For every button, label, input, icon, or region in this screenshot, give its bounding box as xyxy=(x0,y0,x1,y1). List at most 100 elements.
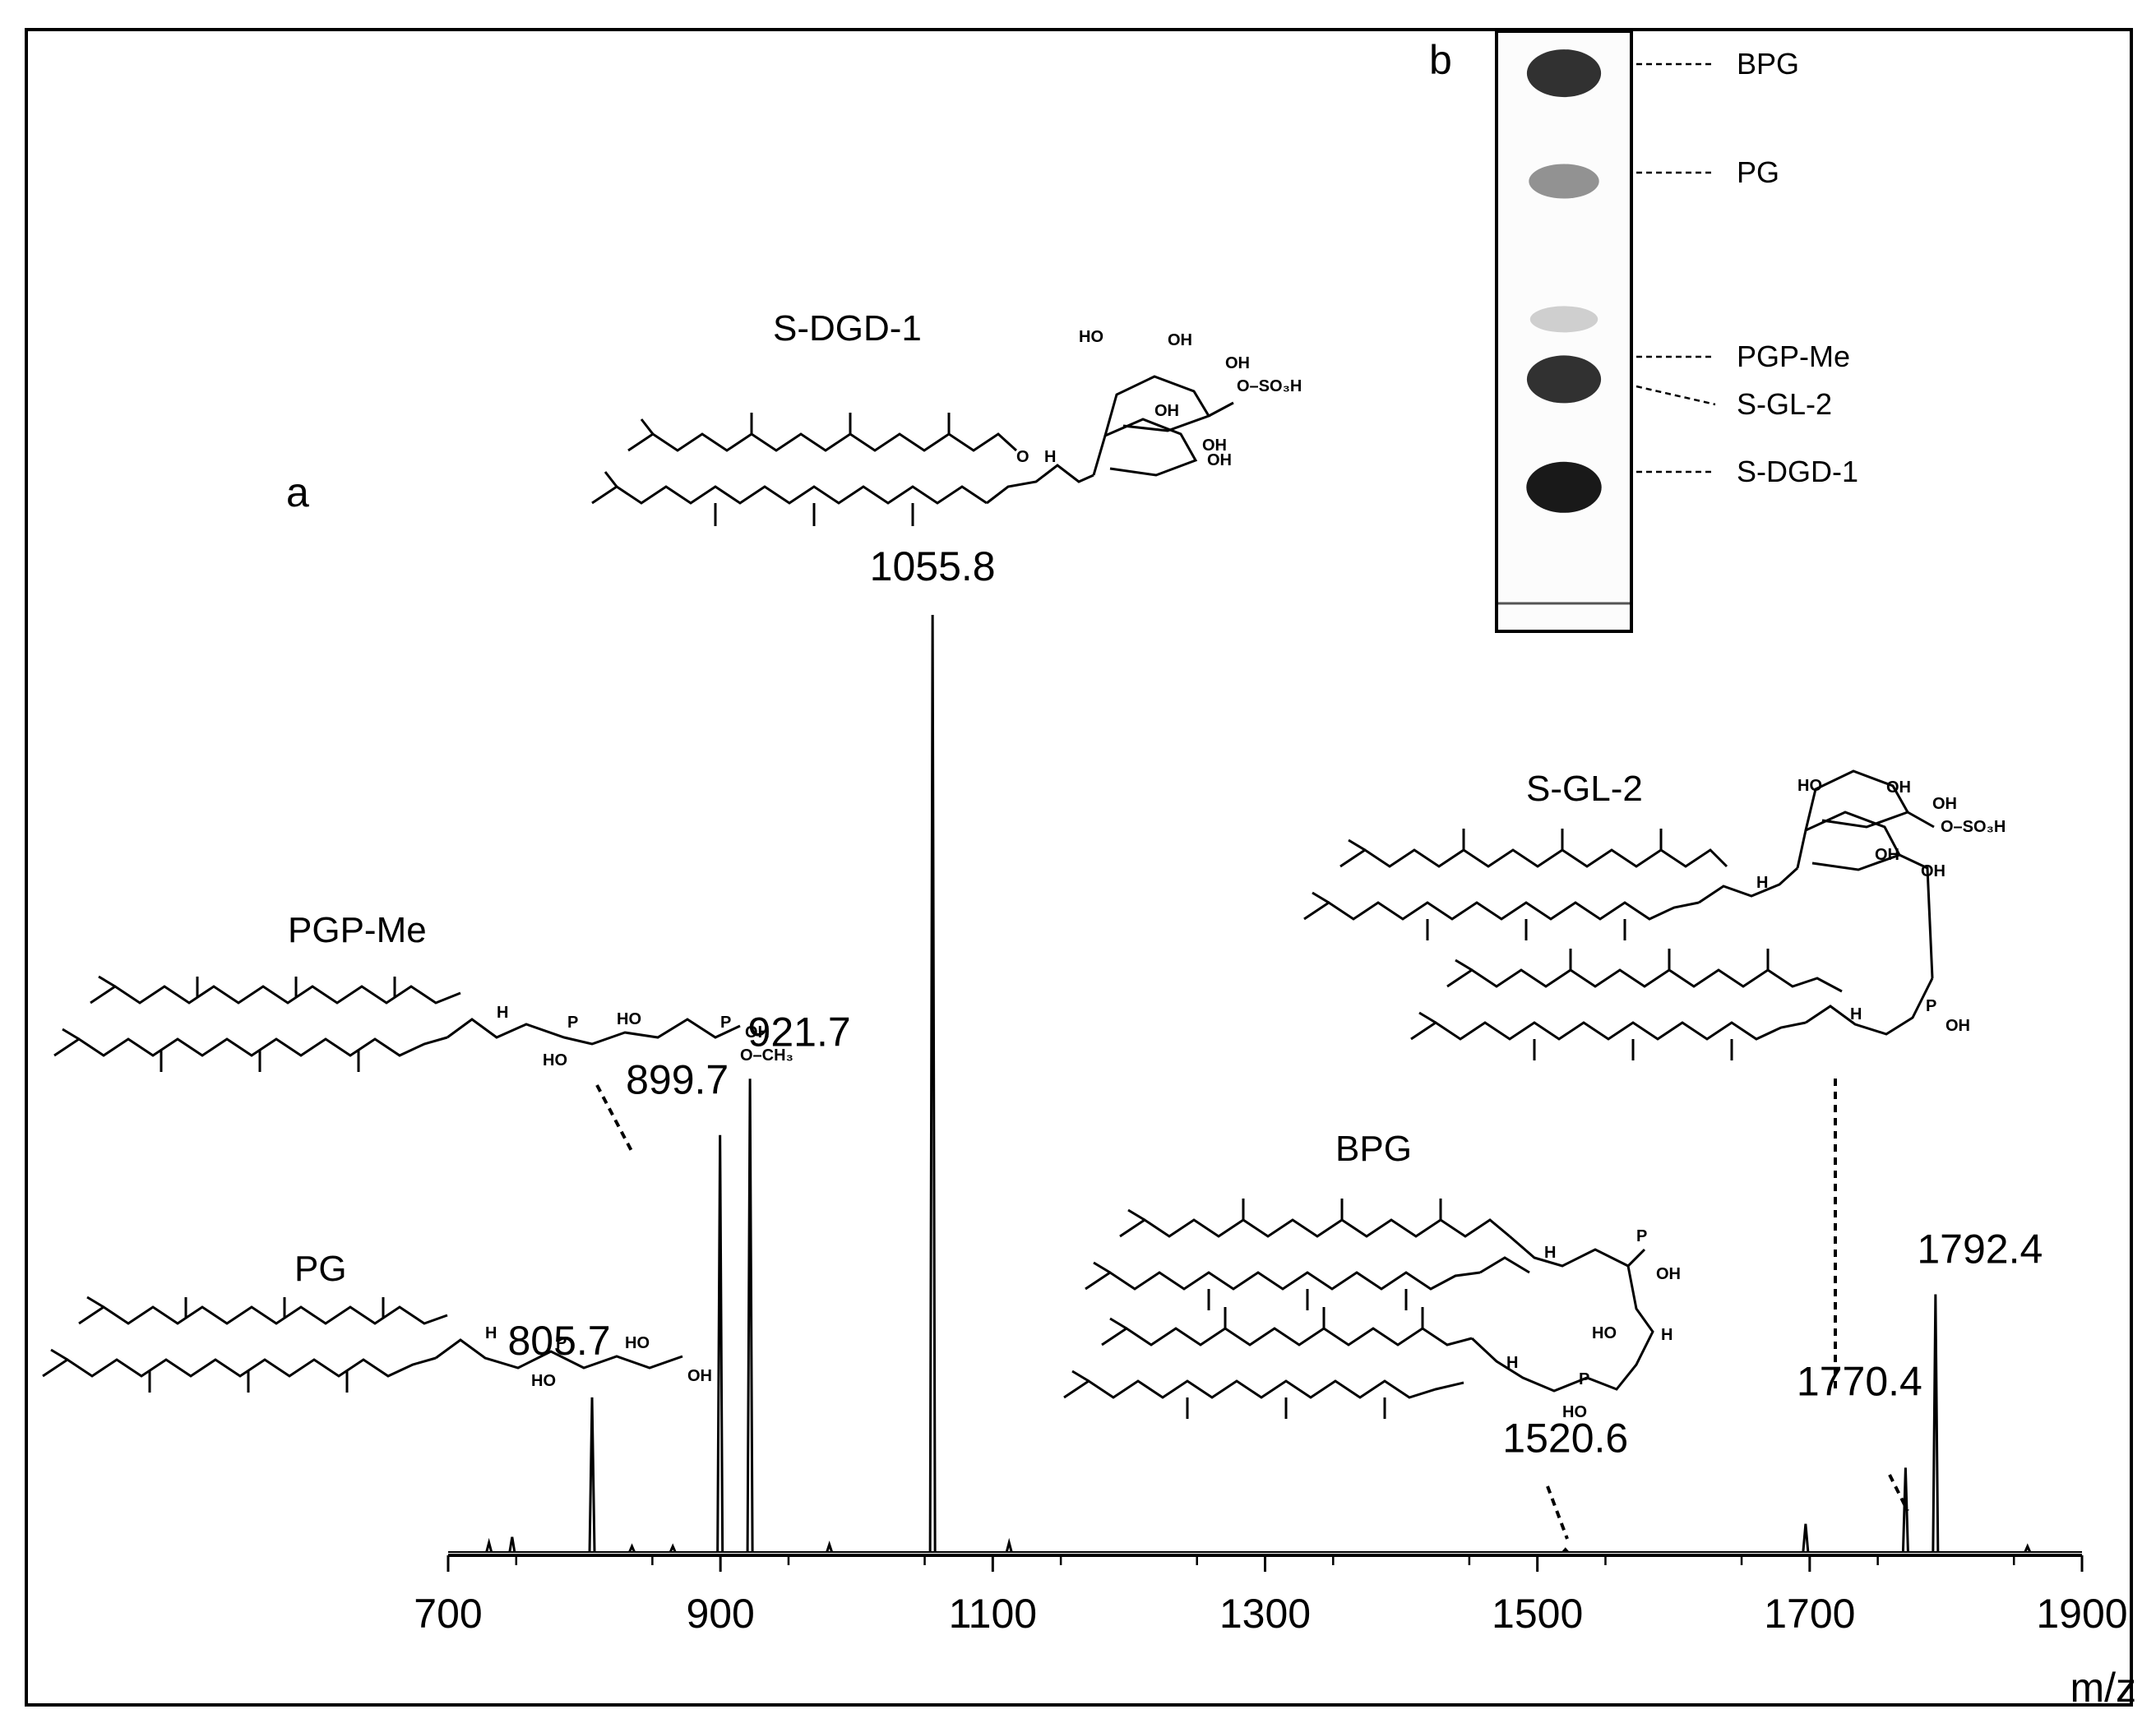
x-axis-label: m/z xyxy=(2070,1665,2136,1711)
peak-label: 1520.6 xyxy=(1502,1416,1628,1462)
atom-label-h: H xyxy=(1044,448,1056,466)
peak-label: 1792.4 xyxy=(1917,1226,2043,1273)
atom-label-oh: OH xyxy=(1154,402,1179,420)
structure-s-dgd-1 xyxy=(591,375,1234,526)
annotation-s-gl-2: S-GL-2 xyxy=(1526,769,1643,809)
x-tick-label: 1700 xyxy=(1764,1591,1855,1637)
atom-label-ho: HO xyxy=(625,1334,650,1352)
atom-label-ho: HO xyxy=(1562,1403,1587,1421)
atom-label-h: H xyxy=(497,1004,508,1022)
atom-label-h: H xyxy=(1756,874,1768,892)
gel-band-label: BPG xyxy=(1737,47,1799,81)
structure-pgp-me xyxy=(53,975,741,1072)
gel-band-label: PGP-Me xyxy=(1737,340,1850,373)
x-tick-label: 900 xyxy=(686,1591,754,1637)
atom-label-p: P xyxy=(1579,1370,1589,1388)
structure-s-gl-2 xyxy=(1303,769,1935,1060)
peak-label: 1055.8 xyxy=(870,543,996,589)
panel-b-label: b xyxy=(1429,37,1452,83)
spectrum-peak xyxy=(628,1543,636,1553)
compound-labels: S-DGD-1 PGP-Me PG BPG S-GL-2 xyxy=(288,308,1643,1289)
spectrum-peak xyxy=(485,1537,493,1553)
spectrum-peak xyxy=(716,1134,724,1553)
x-tick-label: 1100 xyxy=(949,1591,1038,1637)
spectrum-peak xyxy=(928,614,937,1553)
spectrum-peak xyxy=(826,1541,834,1553)
atom-label-p: P xyxy=(1926,997,1936,1015)
atom-label-oh: OH xyxy=(1168,331,1192,349)
atom-label-ho: HO xyxy=(617,1010,641,1028)
atom-label-oh: OH xyxy=(1207,451,1232,469)
x-tick-label: 1500 xyxy=(1492,1591,1583,1637)
chemical-structures: HO OH OH O–SO₃H OH OH OH H O H P HO HO P… xyxy=(42,328,2006,1421)
spectrum-peak xyxy=(1901,1467,1909,1553)
atom-label-o: O xyxy=(1016,448,1029,466)
gel-band-label: S-DGD-1 xyxy=(1737,455,1858,488)
atom-label-sulfate: O–SO₃H xyxy=(1237,377,1302,395)
panel-a-label: a xyxy=(286,469,309,515)
spectrum-peak xyxy=(1802,1523,1810,1553)
atom-label-ho: HO xyxy=(531,1372,556,1390)
atom-label-sulfate: O–SO₃H xyxy=(1941,818,2006,836)
atom-label-p: P xyxy=(567,1014,578,1032)
x-tick-label: 700 xyxy=(414,1591,482,1637)
atom-label-methyl: O–CH₃ xyxy=(740,1046,793,1065)
spectrum-peak xyxy=(1561,1547,1569,1553)
atom-label-h: H xyxy=(1506,1354,1518,1372)
spectrum-peak xyxy=(588,1397,596,1553)
gel-band-label: S-GL-2 xyxy=(1737,387,1832,421)
x-tick-label: 1300 xyxy=(1219,1591,1311,1637)
atom-label-oh: OH xyxy=(1932,795,1957,813)
atom-label-oh: OH xyxy=(1225,354,1250,372)
gel-band xyxy=(1529,164,1599,199)
spectrum-peak xyxy=(746,1079,754,1553)
atom-label-h: H xyxy=(1850,1005,1862,1023)
x-tick-label: 1900 xyxy=(2036,1591,2127,1637)
annotation-pgp-me: PGP-Me xyxy=(288,910,427,950)
connectors xyxy=(595,1079,1909,1540)
gel-band xyxy=(1526,461,1602,513)
annotation-pg: PG xyxy=(294,1249,347,1289)
atom-label-ho: HO xyxy=(1592,1324,1617,1342)
gel-band-leader xyxy=(1636,385,1716,406)
atom-label-h: H xyxy=(485,1324,497,1342)
spectrum-peak xyxy=(508,1536,516,1553)
atom-label-h: H xyxy=(1661,1326,1673,1344)
gel-band xyxy=(1526,355,1602,404)
atom-label-oh: OH xyxy=(1656,1265,1681,1283)
atom-labels: HO OH OH O–SO₃H OH OH OH H O H P HO HO P… xyxy=(485,328,2006,1421)
spectrum-peak xyxy=(2024,1543,2032,1553)
gel-band xyxy=(1526,49,1602,98)
atom-label-oh: OH xyxy=(1886,778,1911,797)
x-axis: 700 900 1100 1300 1500 1700 1900 m/z xyxy=(414,1554,2136,1711)
atom-label-h: H xyxy=(1544,1244,1556,1262)
atom-label-oh: OH xyxy=(1202,437,1227,455)
spectrum-peak xyxy=(669,1543,677,1553)
atom-label-p: P xyxy=(720,1014,731,1032)
structure-pg xyxy=(42,1296,683,1393)
peak-label: 899.7 xyxy=(626,1057,729,1103)
figure-frame xyxy=(25,28,2133,1707)
atom-label-ho: HO xyxy=(543,1051,567,1069)
annotation-bpg: BPG xyxy=(1335,1129,1412,1169)
atom-label-ho: HO xyxy=(1079,328,1103,346)
atom-label-oh: OH xyxy=(745,1023,770,1042)
spectrum-peak xyxy=(1932,1294,1940,1553)
atom-label-oh: OH xyxy=(687,1367,712,1385)
structure-bpg xyxy=(1063,1199,1654,1419)
tlc-gel: BPG PG PGP-MeS-GL-2S-DGD-1 xyxy=(1495,30,1858,633)
peak-label: 1770.4 xyxy=(1797,1358,1922,1404)
peak-label: 921.7 xyxy=(748,1009,851,1055)
gel-band-label: PG xyxy=(1737,155,1779,189)
annotation-s-dgd-1: S-DGD-1 xyxy=(773,308,922,349)
gel-band xyxy=(1529,306,1598,333)
atom-label-oh: OH xyxy=(1921,862,1945,880)
spectrum-peak xyxy=(1005,1537,1013,1553)
atom-label-p: P xyxy=(556,1334,567,1352)
atom-label-p: P xyxy=(1636,1227,1647,1245)
atom-label-ho: HO xyxy=(1797,777,1822,795)
atom-label-oh: OH xyxy=(1875,846,1899,864)
atom-label-oh: OH xyxy=(1945,1017,1970,1035)
